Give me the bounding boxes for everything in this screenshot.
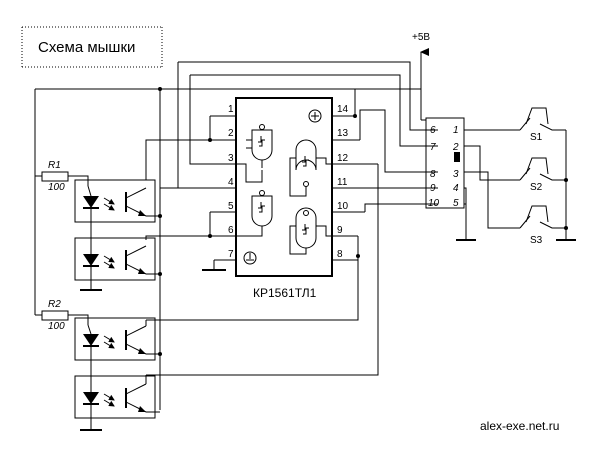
connector: 6 7 8 9 10 1 2 3 4 5 [421, 117, 520, 241]
ic-pin-number: 10 [337, 201, 349, 212]
ic-pin-number: 9 [337, 225, 343, 236]
connector-pin-number: 7 [430, 142, 436, 153]
ground-symbol [202, 260, 226, 271]
switch-label: S1 [530, 132, 543, 143]
ic-label: КР1561ТЛ1 [253, 286, 317, 300]
connector-pin-number: 2 [452, 142, 459, 153]
ic-pin-number: 8 [337, 249, 343, 260]
ic-pin-number: 12 [337, 153, 349, 164]
power-supply: +5В [412, 32, 430, 120]
ic-chip: КР1561ТЛ1 [235, 97, 333, 300]
gnd-symbol [243, 251, 257, 265]
vcc-symbol [308, 109, 322, 123]
schematic-title: Схема мышки [38, 39, 135, 56]
ic-pin-number: 3 [228, 153, 234, 164]
optocoupler [74, 237, 156, 281]
schmitt-gate [295, 207, 317, 249]
schmitt-gate [295, 139, 317, 187]
resistor-value: 100 [48, 321, 65, 332]
connector-pin-number: 6 [430, 125, 436, 136]
connector-pin-number: 9 [430, 183, 436, 194]
ic-pin-number: 2 [228, 128, 234, 139]
schmitt-gate [246, 124, 273, 168]
title-box: Схема мышки [21, 26, 163, 68]
switch-label: S3 [530, 235, 543, 246]
switch-ground [556, 130, 576, 241]
optocoupler [74, 375, 156, 419]
resistor-r1: R1 100 [35, 160, 89, 193]
ic-pin-number: 6 [228, 225, 234, 236]
ic-pin-number: 5 [228, 201, 234, 212]
connector-pin-number: 4 [453, 183, 459, 194]
led-wiring [80, 185, 162, 431]
resistor-value: 100 [48, 182, 65, 193]
ic-pin-number: 4 [228, 177, 234, 188]
ic-pin-number: 13 [337, 128, 349, 139]
connector-pin-number: 10 [428, 198, 440, 209]
schmitt-gate [251, 190, 273, 227]
switch-label: S2 [530, 182, 543, 193]
optocoupler [74, 317, 156, 361]
ic-pin-number: 7 [228, 249, 234, 260]
switch-s2: S2 [519, 157, 566, 193]
switch-s3: S3 [519, 205, 566, 246]
optocoupler [74, 179, 156, 223]
watermark: alex-exe.net.ru [480, 419, 559, 433]
connector-pin-number: 8 [430, 169, 436, 180]
connector-pin-number: 5 [453, 198, 459, 209]
resistor-r2: R2 100 [35, 299, 89, 332]
ic-pin-number: 11 [337, 177, 348, 188]
ic-pin-numbers: 1 2 3 4 5 6 7 14 13 12 11 10 9 8 [228, 104, 349, 260]
supply-rails [34, 61, 438, 410]
ic-pin-number: 14 [337, 104, 349, 115]
connector-pin-number: 3 [453, 169, 459, 180]
power-label: +5В [412, 32, 430, 43]
connector-pin-number: 1 [453, 125, 459, 136]
resistor-ref: R1 [48, 160, 61, 171]
switch-s1: S1 [519, 107, 566, 143]
resistor-ref: R2 [48, 299, 61, 310]
ic-internal-wiring [209, 116, 332, 255]
ic-pin-number: 1 [228, 104, 234, 115]
